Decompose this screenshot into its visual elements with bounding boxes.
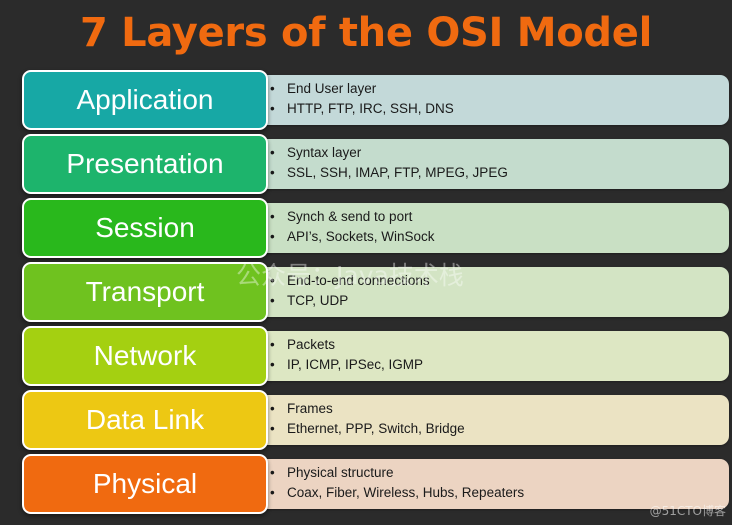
- layer-session-name: Session: [22, 198, 268, 258]
- layer-physical-name: Physical: [22, 454, 268, 514]
- layer-application-description: End User layer HTTP, FTP, IRC, SSH, DNS: [254, 75, 729, 125]
- layer-physical-item-2: Coax, Fiber, Wireless, Hubs, Repeaters: [270, 483, 729, 503]
- layer-presentation-item-1: Syntax layer: [270, 143, 729, 163]
- watermark-text: 公众号：Java技术栈: [236, 261, 464, 290]
- layer-application: End User layer HTTP, FTP, IRC, SSH, DNS …: [22, 70, 729, 130]
- layer-session-item-2: API’s, Sockets, WinSock: [270, 227, 729, 247]
- layer-session-description: Synch & send to port API’s, Sockets, Win…: [254, 203, 729, 253]
- layer-data-link: Frames Ethernet, PPP, Switch, Bridge Dat…: [22, 390, 729, 450]
- layer-transport-item-1: End-to-end connections: [270, 271, 729, 291]
- layer-network-description: Packets IP, ICMP, IPSec, IGMP: [254, 331, 729, 381]
- layer-application-name: Application: [22, 70, 268, 130]
- layer-data-link-description: Frames Ethernet, PPP, Switch, Bridge: [254, 395, 729, 445]
- layer-transport: End-to-end connections TCP, UDP Transpor…: [22, 262, 729, 322]
- layer-presentation-description: Syntax layer SSL, SSH, IMAP, FTP, MPEG, …: [254, 139, 729, 189]
- layer-application-item-1: End User layer: [270, 79, 729, 99]
- layer-session-item-1: Synch & send to port: [270, 207, 729, 227]
- layer-presentation-name: Presentation: [22, 134, 268, 194]
- layer-session: Synch & send to port API’s, Sockets, Win…: [22, 198, 729, 258]
- layer-application-item-2: HTTP, FTP, IRC, SSH, DNS: [270, 99, 729, 119]
- layer-transport-name: Transport: [22, 262, 268, 322]
- layer-physical-description: Physical structure Coax, Fiber, Wireless…: [254, 459, 729, 509]
- credit-watermark: @51CTO博客: [649, 504, 726, 518]
- diagram-title: 7 Layers of the OSI Model: [79, 10, 652, 56]
- layer-physical: Physical structure Coax, Fiber, Wireless…: [22, 454, 729, 514]
- layer-presentation: Syntax layer SSL, SSH, IMAP, FTP, MPEG, …: [22, 134, 729, 194]
- layer-data-link-item-1: Frames: [270, 399, 729, 419]
- layer-network-item-1: Packets: [270, 335, 729, 355]
- layer-presentation-item-2: SSL, SSH, IMAP, FTP, MPEG, JPEG: [270, 163, 729, 183]
- layer-transport-item-2: TCP, UDP: [270, 291, 729, 311]
- layer-physical-item-1: Physical structure: [270, 463, 729, 483]
- layer-transport-description: End-to-end connections TCP, UDP: [254, 267, 729, 317]
- layer-network-name: Network: [22, 326, 268, 386]
- layer-network: Packets IP, ICMP, IPSec, IGMP Network: [22, 326, 729, 386]
- layer-data-link-name: Data Link: [22, 390, 268, 450]
- layer-data-link-item-2: Ethernet, PPP, Switch, Bridge: [270, 419, 729, 439]
- layer-network-item-2: IP, ICMP, IPSec, IGMP: [270, 355, 729, 375]
